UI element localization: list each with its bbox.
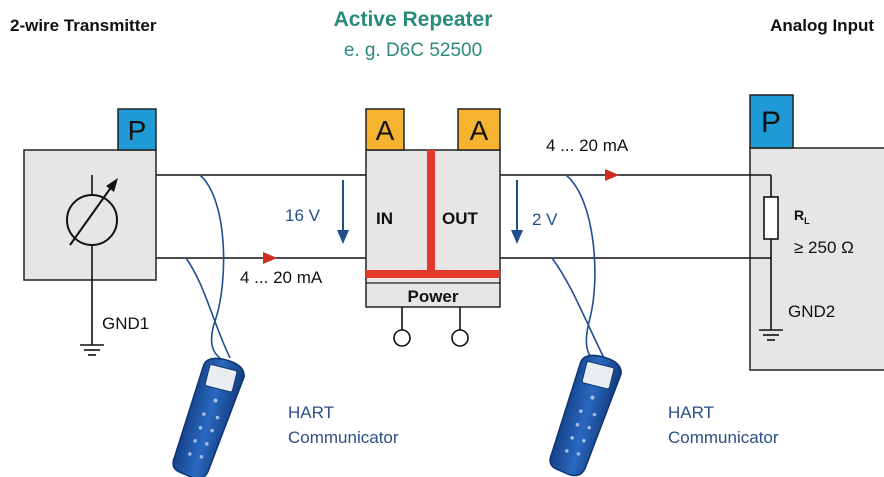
current-right-label: 4 ... 20 mA [546,136,629,155]
current-arrow-left [263,252,277,264]
resistor-icon [763,196,779,240]
resistor-value: ≥ 250 Ω [794,238,854,257]
repeater-power-label: Power [407,287,458,306]
current-left-label: 4 ... 20 mA [240,268,323,287]
analog-input-block: P RL ≥ 250 Ω GND2 [749,94,884,371]
repeater-block: A A IN OUT Power [365,108,501,347]
isolation-bar-vertical [427,150,435,278]
voltage-arrow-in [337,180,349,244]
voltage-out-label: 2 V [532,210,558,229]
repeater-out-label: OUT [442,209,479,228]
transmitter-block: P GND1 [23,108,157,356]
hart-right-label-line1: HART [668,403,714,422]
repeater-badge-in [365,108,405,151]
repeater-badge-out-label: A [470,115,489,146]
hart-communicator-left-icon [169,352,248,477]
current-arrow-right [605,169,619,181]
ground-icon [80,344,104,356]
title-analog-input: Analog Input [770,16,874,35]
analog-input-housing [749,147,884,371]
hart-left-label-line1: HART [288,403,334,422]
repeater-badge-in-label: A [376,115,395,146]
isolation-bar-horizontal [366,270,500,278]
hart-right-label-line2: Communicator [668,428,779,447]
title-transmitter: 2-wire Transmitter [10,16,157,35]
power-terminal-2 [451,329,469,347]
current-source-icon [66,194,118,246]
title-active-repeater: Active Repeater [334,8,493,31]
repeater-in-label: IN [376,209,393,228]
transmitter-housing [23,149,157,281]
gnd1-label: GND1 [102,314,149,333]
resistor-label: RL [794,207,810,226]
voltage-arrow-out [511,180,523,244]
transmitter-badge [117,108,157,151]
title-model-number: e. g. D6C 52500 [344,40,482,61]
hart-leads-left [185,174,231,359]
power-terminal-1 [393,329,411,347]
hart-leads-right [551,174,605,359]
hart-left-label-line2: Communicator [288,428,399,447]
analog-input-badge-label: P [761,106,781,139]
analog-input-badge [749,94,794,149]
gnd2-label: GND2 [788,302,835,321]
transmitter-badge-label: P [128,115,147,146]
hart-communicator-right-icon [546,349,625,477]
repeater-badge-out [457,108,501,151]
voltage-in-label: 16 V [285,206,321,225]
ground-icon [759,329,783,341]
